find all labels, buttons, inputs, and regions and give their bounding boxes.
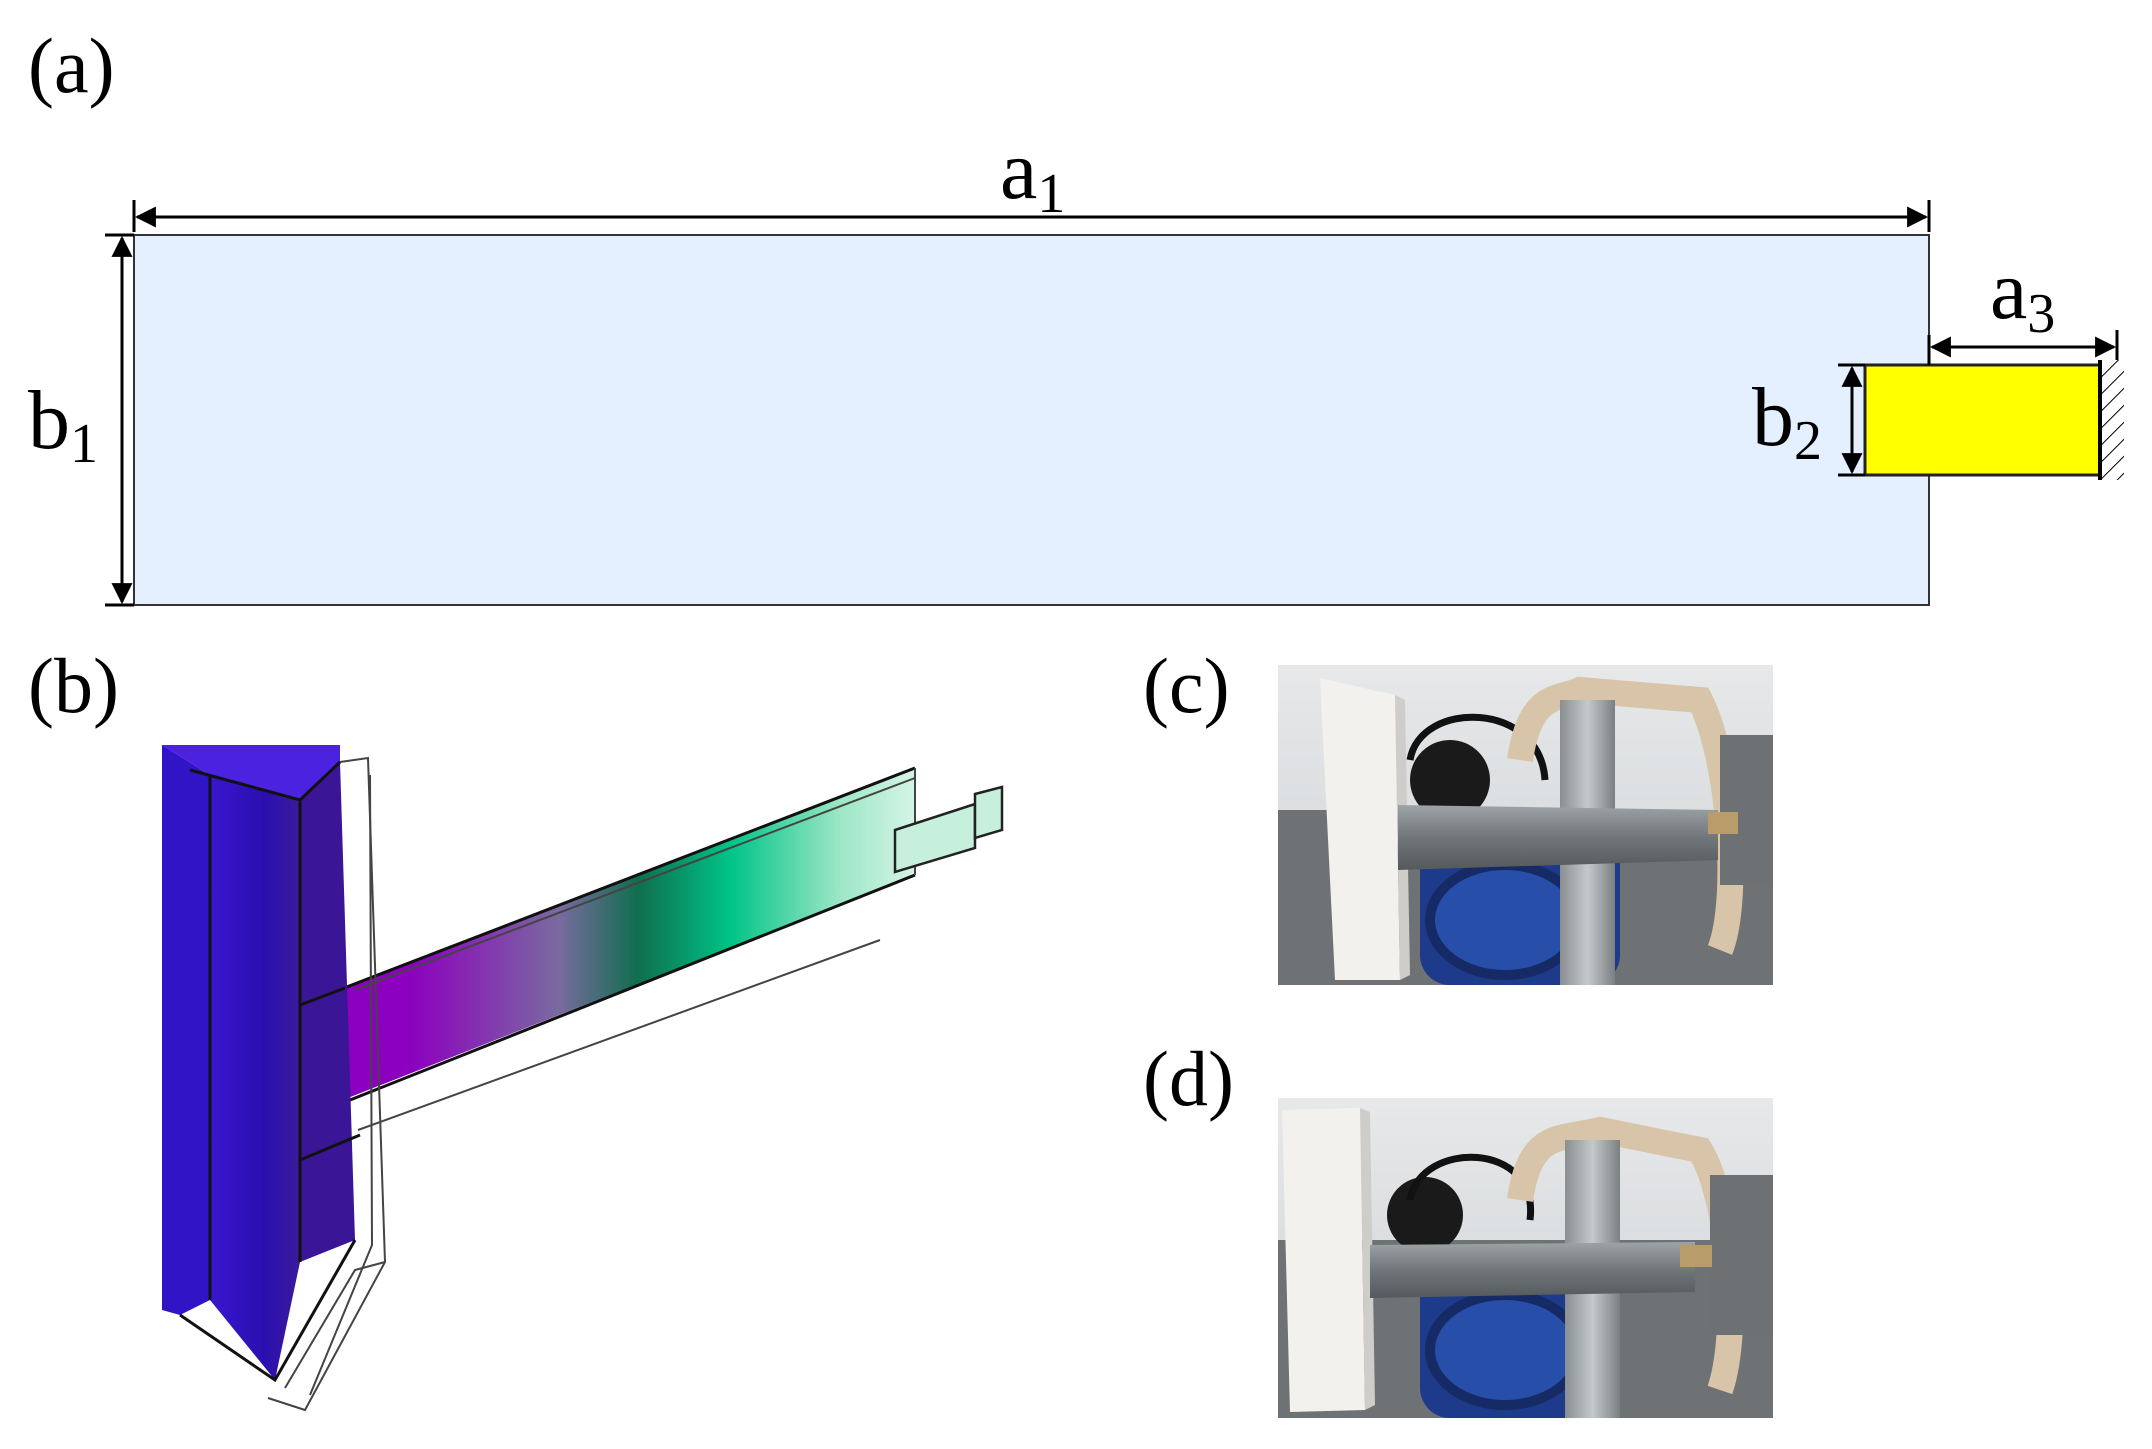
panel-b-label: (b) (28, 642, 119, 729)
beam-root-bottom (299, 1133, 361, 1162)
prism-side-face (210, 760, 300, 1380)
panel-a: (a) a1 b1 a3 b2 (28, 22, 2124, 607)
panel-d: (d) (1143, 1035, 1773, 1418)
panel-c-label: (c) (1143, 642, 1230, 729)
photo-c-prism (1320, 678, 1400, 980)
beam-outline-bottom (329, 873, 916, 1110)
prism-undeformed-base (284, 1261, 386, 1389)
photo-c-shaker-ring (1425, 860, 1585, 980)
b2-label: b2 (1752, 371, 1822, 472)
panel-d-label: (d) (1143, 1035, 1234, 1122)
tip-clamp-end (973, 785, 1004, 840)
panel-a-label: (a) (28, 22, 115, 109)
photo-c-black-device (1410, 740, 1490, 820)
b1-label: b1 (28, 374, 98, 475)
prism-right-face (300, 762, 355, 1262)
photo-d-shaker-ring (1425, 1290, 1585, 1410)
photo-c-steel-beam (1398, 805, 1718, 870)
fixed-support-hatch (2102, 360, 2124, 480)
prism-undeformed-inner (309, 774, 374, 1396)
photo-c-hose (1507, 676, 1744, 955)
photo-c-bracket (1720, 735, 1773, 885)
beam-undeformed-top (354, 777, 916, 991)
photo-d (1278, 1098, 1773, 1418)
beam-outline-top (299, 766, 916, 1007)
photo-d-bracket (1710, 1175, 1773, 1335)
photo-d-black-device (1387, 1177, 1463, 1253)
tip-clamp (893, 802, 977, 874)
a1-label: a1 (1000, 124, 1065, 225)
beam-deformed (300, 768, 915, 1110)
prism-edge-base (179, 1239, 357, 1383)
clamp-block (1863, 363, 2102, 477)
panel-c: (c) (1143, 642, 1773, 985)
plate-rectangle (133, 234, 1930, 606)
prism-top-face (162, 745, 340, 800)
photo-d-prism (1282, 1108, 1365, 1412)
a3-label: a3 (1990, 244, 2055, 345)
photo-c (1278, 665, 1773, 985)
prism-front-face (162, 745, 210, 1315)
beam-undeformed-bottom (357, 939, 881, 1131)
photo-d-tip-clamp (1680, 1245, 1712, 1267)
photo-d-prism-side (1360, 1108, 1375, 1410)
prism-edge-3 (189, 760, 342, 802)
panel-b: (b) (28, 642, 1004, 1412)
beam-root-top (299, 986, 346, 1007)
photo-c-tip-clamp (1708, 812, 1738, 834)
photo-c-cable (1406, 713, 1549, 781)
photo-d-steel-beam (1370, 1242, 1695, 1298)
